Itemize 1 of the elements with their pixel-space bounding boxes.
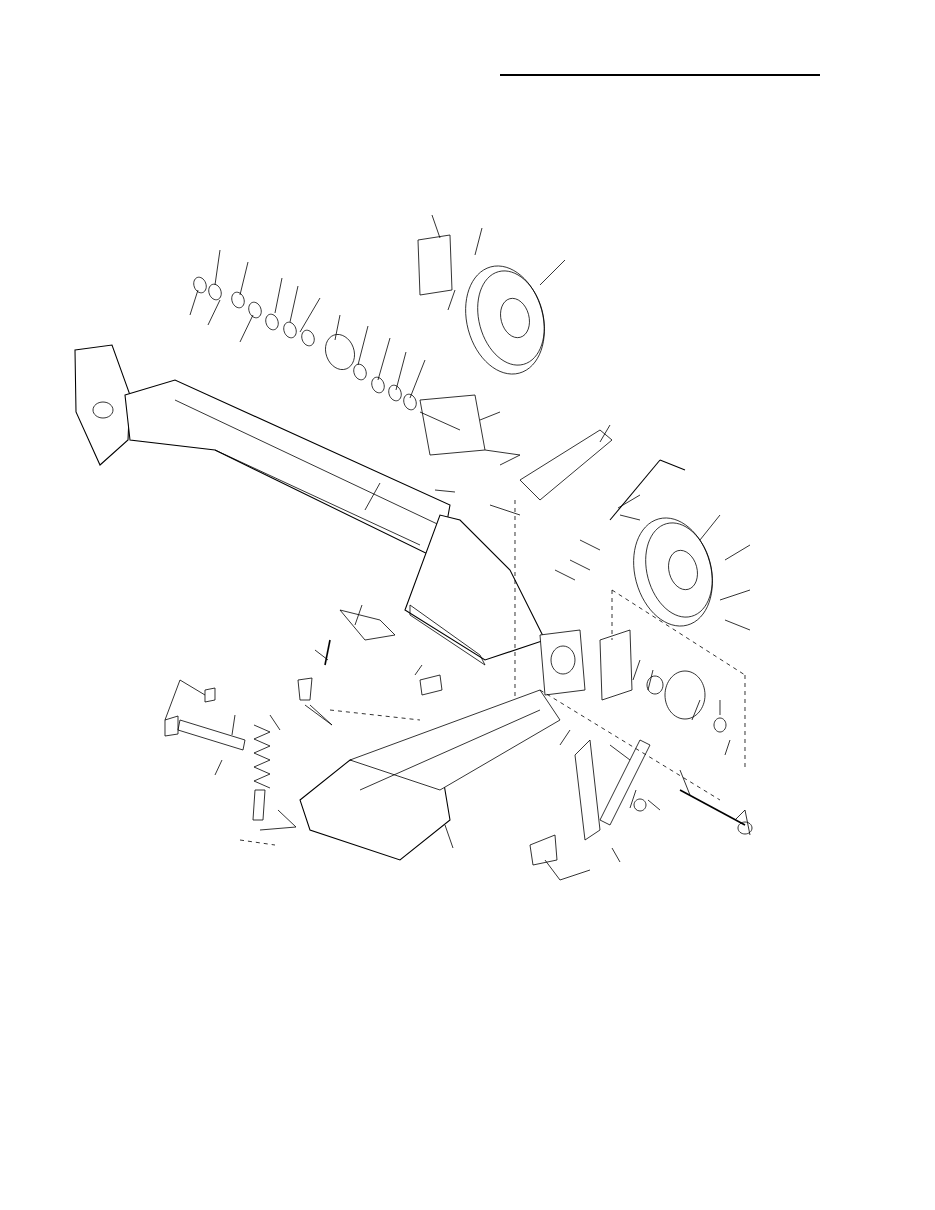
exploded-parts-drawing <box>74 214 753 881</box>
